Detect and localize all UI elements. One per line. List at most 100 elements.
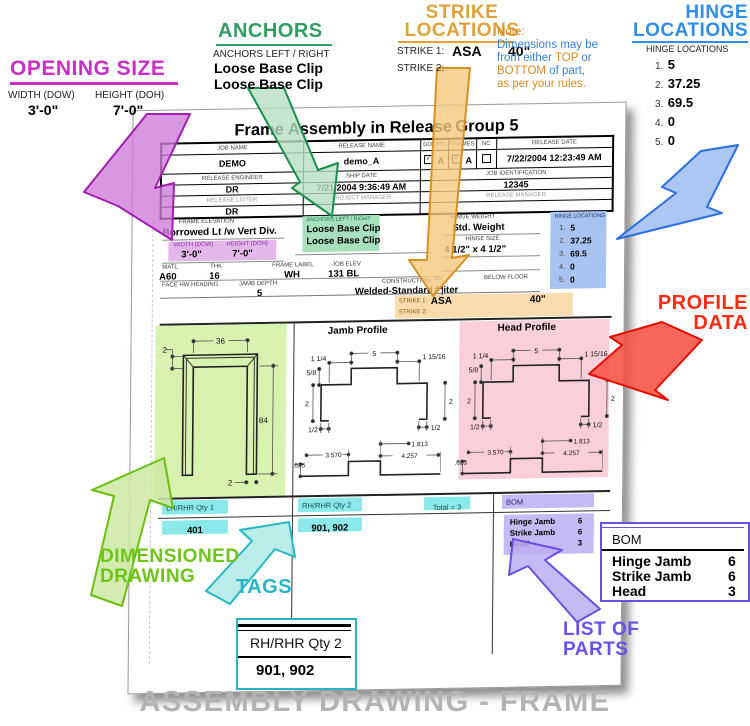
job-elev-label: JOB ELEV — [332, 261, 361, 268]
form-group: Group 5 — [455, 116, 519, 136]
matl-label: MATL — [162, 264, 178, 271]
anchors-sub-label: ANCHORS LEFT / RIGHT — [213, 49, 330, 60]
jamb-profile-lower: .625 3.570 1.813 4.257 — [292, 439, 441, 479]
hinge-item-value: 5 — [570, 222, 576, 233]
release-date-value: 7/22/2004 12:23:49 AM — [495, 147, 614, 169]
frames-label: FRAMES — [448, 138, 477, 151]
bom-box-item-name: Hinge Jamb — [612, 553, 692, 569]
doors-checkbox[interactable]: ✓ — [424, 155, 434, 165]
hinge-ann-list: 1. 5 2. 37.25 3. 69.5 4. 0 5. 0 — [655, 56, 700, 151]
total-value: Total = 3 — [432, 502, 462, 513]
jamb-depth-value: 5 — [256, 287, 263, 300]
height-doh-label: HEIGHT (DOH) — [226, 240, 268, 248]
dim-3570: 3.570 — [487, 449, 504, 456]
dim-5: 5 — [534, 348, 538, 355]
profile-data-line1: PROFILE — [657, 292, 748, 314]
qty1-value-highlight: 401 — [161, 519, 228, 536]
total-highlight: Total = 3 — [424, 496, 471, 513]
release-lister-value: DR — [160, 204, 303, 219]
qty2-value-highlight: 901, 902 — [297, 517, 362, 534]
doors-label: DOORS — [420, 138, 449, 151]
strike1-label: STRIKE 1: — [398, 298, 428, 305]
dim-1813: 1.813 — [574, 438, 591, 445]
strike1-size: 40" — [529, 294, 546, 306]
hinge-weight-value: Std. Weight — [452, 221, 505, 234]
footer-title: ASSEMBLY DRAWING - FRAME — [139, 686, 611, 718]
hinge-weight-label: HINGE WEIGHT — [450, 213, 496, 221]
doors-value: A — [437, 155, 445, 166]
frame-elevation-value: Borrowed Lt /w Vert Div. — [162, 225, 277, 239]
dim-leg: 2 — [228, 479, 233, 488]
anchors-line2: Loose Base Clip — [214, 76, 323, 92]
margin-guide — [148, 218, 154, 665]
note-line5: as per your rules. — [497, 78, 586, 90]
frame-elevation-drawing: 36 2 84 2 — [162, 337, 279, 488]
hinge-item-num: 1. — [559, 224, 566, 232]
opening-width-value: 3'-0" — [28, 102, 59, 118]
dim-4257: 4.257 — [563, 450, 580, 457]
hinge-item-value: 0 — [570, 261, 575, 272]
height-doh-value: 7'-0" — [232, 248, 253, 260]
hinge-item-num: 5. — [558, 276, 565, 284]
opening-width-label: WIDTH (DOW) — [8, 90, 75, 101]
anchors-line1: Loose Base Clip — [214, 60, 323, 76]
jamb-profile-title: Jamb Profile — [327, 324, 388, 337]
nc-label: NC — [476, 137, 497, 150]
hinge-locations-highlight: HINGE LOCATIONS 1.5 2.37.25 3.69.5 4.0 5… — [549, 210, 607, 289]
hinge-item-num: 3. — [559, 250, 566, 258]
hinge-ann-item: 1. 5 — [655, 57, 676, 72]
frames-checkbox[interactable]: ✓ — [452, 154, 462, 164]
dim-top: 36 — [216, 337, 226, 346]
anchors-underline — [216, 44, 332, 46]
nc-checkbox[interactable] — [481, 154, 491, 164]
strike1-ann-size: 40" — [508, 43, 531, 59]
bom-box-item-qty: 6 — [728, 553, 736, 569]
frame-label-label: FRAME LABEL — [272, 262, 314, 269]
qty2-label: RH/RHR Qty 2 — [302, 500, 352, 511]
hinge-title-line1: HINGE — [685, 2, 748, 23]
strike1-ann-value: ASA — [452, 43, 482, 59]
dim-1813: 1.813 — [412, 441, 429, 448]
dim-2-left: 2 — [467, 398, 471, 405]
qty1-label-highlight: LH/RHR Qty 1 — [162, 499, 229, 515]
dim-3570: 3.570 — [325, 452, 342, 459]
dim-4257: 4.257 — [401, 453, 418, 460]
jamb-profile-upper: 5 1 1/4 1 15/16 5/8 2 2 1/2 1/2 — [305, 350, 453, 434]
profile-data-line2: DATA — [693, 312, 748, 334]
head-profile-upper: 5 1 1/4 1 15/16 5/8 2 2 1/2 1/2 — [467, 347, 615, 431]
qty1-label: LH/RHR Qty 1 — [166, 502, 215, 513]
bom-item-qty: 6 — [577, 516, 583, 526]
list-of-parts-line2: PARTS — [563, 639, 629, 660]
dim-1-2-left: 1/2 — [308, 427, 318, 434]
bom-item-name: Hinge Jamb — [509, 516, 556, 527]
bom-box-item-name: Head — [612, 583, 647, 599]
anchors-line1: Loose Base Clip — [306, 222, 381, 236]
hinge-item-value: 37.25 — [570, 235, 592, 246]
hinge-item-value: 69.5 — [570, 248, 587, 259]
anchors-line2: Loose Base Clip — [306, 234, 381, 248]
dim-1-15-16: 1 15/16 — [422, 354, 446, 361]
construction-label: CONSTRUCTION — [381, 278, 431, 285]
opening-height-value: 7'-0" — [113, 102, 144, 118]
note-line3: from either TOP or — [497, 52, 592, 64]
release-name-value: demo_A — [302, 150, 421, 172]
job-name-value: DEMO — [161, 152, 304, 175]
hinge-ann-item: 2. 37.25 — [655, 76, 701, 91]
face-hw-heading-label: FACE HW HEADING — [162, 281, 219, 289]
tags-zoom-box: RH/RHR Qty 2 901, 902 — [236, 618, 357, 690]
tags-box-label: RH/RHR Qty 2 — [250, 635, 342, 651]
strike2-label: STRIKE 2: — [398, 309, 428, 316]
note-text: Note: Dimensions may be from either TOP … — [497, 26, 598, 91]
hinge-ann-item: 5. 0 — [655, 133, 676, 148]
bom-item-qty: 3 — [577, 538, 583, 548]
dimensioned-drawing-line2: DRAWING — [100, 566, 196, 587]
note-line1: Note: — [497, 26, 525, 38]
below-floor-label: BELOW FLOOR — [483, 274, 529, 282]
hinge-ann-item: 3. 69.5 — [655, 95, 694, 110]
width-dow-value: 3'-0" — [181, 249, 202, 261]
strike1-ann-label: STRIKE 1: — [397, 46, 445, 57]
bom-item-qty: 6 — [577, 527, 583, 537]
form-paper: Frame Assembly in Release Group 5 JOB NA… — [127, 101, 627, 695]
bom-box-item-qty: 6 — [728, 568, 736, 584]
